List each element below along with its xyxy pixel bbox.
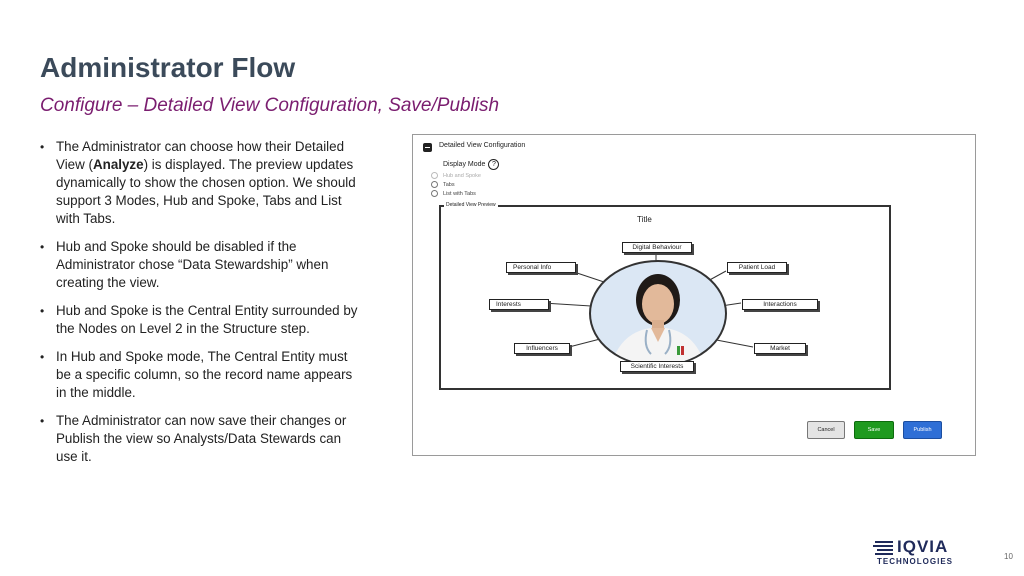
slide-subtitle: Configure – Detailed View Configuration,… bbox=[40, 95, 500, 116]
bullet-item: •The Administrator can choose how their … bbox=[40, 139, 356, 226]
node-interactions: Interactions bbox=[742, 299, 818, 310]
bullet-text: ) is displayed. The preview updates dyna… bbox=[56, 157, 356, 226]
node-interests: Interests bbox=[489, 299, 549, 310]
bullet-item: •The Administrator can now save their ch… bbox=[40, 413, 347, 464]
bullet-text: Hub and Spoke should be disabled if the … bbox=[56, 239, 329, 290]
config-heading: Detailed View Configuration bbox=[439, 142, 526, 149]
logo-wordmark: IQVIA bbox=[897, 537, 949, 556]
iqvia-logo: IQVIA TECHNOLOGIES bbox=[873, 537, 973, 567]
person-avatar-icon bbox=[611, 274, 705, 365]
bullet-item: •Hub and Spoke is the Central Entity sur… bbox=[40, 303, 358, 336]
node-market: Market bbox=[754, 343, 806, 354]
node-personal-info: Personal Info bbox=[506, 262, 576, 273]
preview-title: Title bbox=[637, 215, 652, 224]
help-icon[interactable]: ? bbox=[488, 159, 500, 170]
detailed-view-preview: Detailed View Preview Title bbox=[439, 202, 891, 390]
bullet-text: In Hub and Spoke mode, The Central Entit… bbox=[56, 349, 353, 400]
detailed-view-config-mockup: Detailed View Configuration Display Mode… bbox=[412, 134, 976, 456]
slide-title: Administrator Flow bbox=[40, 52, 296, 83]
collapse-icon[interactable] bbox=[423, 143, 432, 152]
node-patient-load: Patient Load bbox=[727, 262, 787, 273]
save-button[interactable]: Save bbox=[854, 421, 894, 439]
bullet-item: •Hub and Spoke should be disabled if the… bbox=[40, 239, 329, 290]
bullet-text: The Administrator can choose how their D… bbox=[56, 139, 345, 172]
logo-mark-icon bbox=[873, 541, 893, 555]
hub-central-entity bbox=[589, 260, 727, 367]
bullet-item: •In Hub and Spoke mode, The Central Enti… bbox=[40, 349, 353, 400]
cancel-button[interactable]: Cancel bbox=[807, 421, 845, 439]
radio-tabs[interactable]: Tabs bbox=[431, 181, 455, 188]
radio-list-with-tabs[interactable]: List with Tabs bbox=[431, 190, 476, 197]
node-scientific-interests: Scientific Interests bbox=[620, 361, 694, 372]
bullet-list: •The Administrator can choose how their … bbox=[38, 138, 358, 476]
publish-button[interactable]: Publish bbox=[903, 421, 942, 439]
radio-hub-and-spoke[interactable]: Hub and Spoke bbox=[431, 172, 481, 179]
bullet-text: Hub and Spoke is the Central Entity surr… bbox=[56, 303, 358, 336]
page-number: 10 bbox=[1004, 552, 1013, 561]
preview-legend: Detailed View Preview bbox=[444, 202, 498, 208]
bullet-text: The Administrator can now save their cha… bbox=[56, 413, 347, 464]
node-influencers: Influencers bbox=[514, 343, 570, 354]
display-mode-label: Display Mode? bbox=[443, 159, 500, 170]
node-digital-behaviour: Digital Behaviour bbox=[622, 242, 692, 253]
logo-subtext: TECHNOLOGIES bbox=[877, 557, 954, 566]
bullet-bold-text: Analyze bbox=[92, 157, 144, 172]
